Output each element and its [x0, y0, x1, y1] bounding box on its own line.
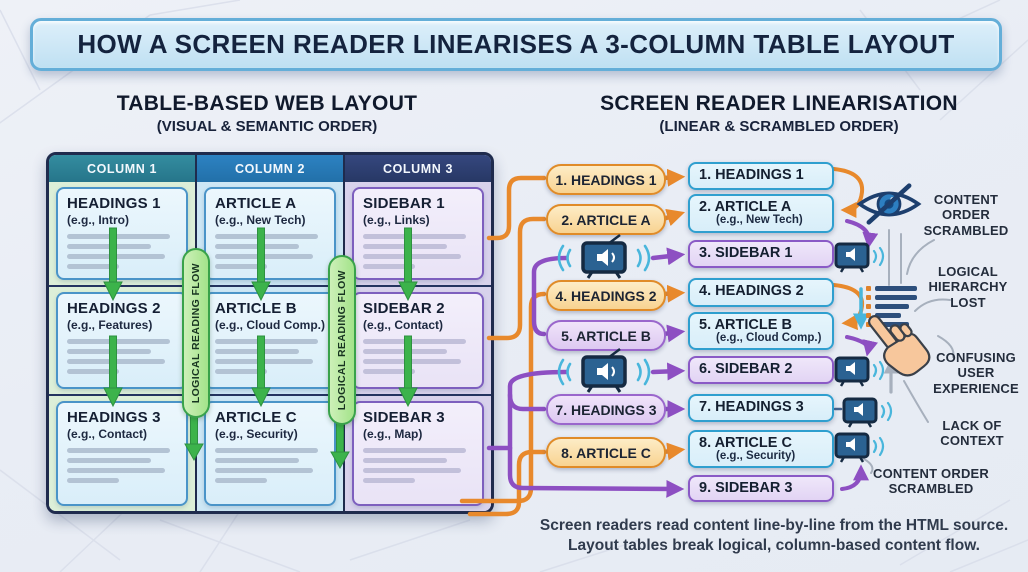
left-section-heading: TABLE-BASED WEB LAYOUT (VISUAL & SEMANTI… — [46, 92, 488, 135]
caption-line-1: Screen readers read content line-by-line… — [539, 517, 1009, 534]
placeholder-text-lines — [363, 339, 473, 374]
annotation-logical-hierarchy-lost: LOGICAL HIERARCHY LOST — [928, 264, 1008, 310]
table-column-2: COLUMN 2 ARTICLE A (e.g., New Tech) ARTI… — [195, 155, 345, 511]
sequence-pill-4: 4. HEADINGS 2 — [546, 280, 666, 311]
cell-article-a: ARTICLE A (e.g., New Tech) — [204, 187, 336, 280]
linear-item-1: 1. HEADINGS 1 — [688, 162, 834, 190]
screen-reader-tv-icon — [834, 240, 888, 276]
cell-sidebar-3: SIDEBAR 3 (e.g., Map) — [352, 401, 484, 506]
page-title: HOW A SCREEN READER LINEARISES A 3-COLUM… — [77, 29, 955, 59]
caption: Screen readers read content line-by-line… — [528, 516, 1020, 557]
screen-reader-tv-icon — [834, 430, 888, 466]
right-subheading: (LINEAR & SCRAMBLED ORDER) — [659, 118, 899, 135]
screen-reader-tv-icon — [842, 395, 896, 431]
right-heading: SCREEN READER LINEARISATION — [600, 92, 958, 115]
annotation-lack-of-context: LACK OF CONTEXT — [940, 418, 1004, 449]
table-column-1: COLUMN 1 HEADINGS 1 (e.g., Intro) HEADIN… — [49, 155, 195, 511]
cell-headings-2: HEADINGS 2 (e.g., Features) — [56, 292, 188, 389]
cell-headings-1: HEADINGS 1 (e.g., Intro) — [56, 187, 188, 280]
linear-list-icon — [848, 280, 948, 380]
sequence-pill-7: 7. HEADINGS 3 — [546, 394, 666, 425]
placeholder-text-lines — [215, 448, 325, 483]
placeholder-text-lines — [67, 234, 177, 269]
linear-item-9: 9. SIDEBAR 3 — [688, 475, 834, 502]
linear-item-3: 3. SIDEBAR 1 — [688, 240, 834, 268]
logical-reading-flow-pill-2: LOGICAL READING FLOW — [328, 255, 356, 425]
left-subheading: (VISUAL & SEMANTIC ORDER) — [156, 118, 378, 135]
cell-sidebar-2: SIDEBAR 2 (e.g., Contact) — [352, 292, 484, 389]
no-visibility-eye-icon — [856, 181, 922, 227]
cell-headings-3: HEADINGS 3 (e.g., Contact) — [56, 401, 188, 506]
screen-reader-tv-icon — [556, 346, 652, 398]
cell-article-c: ARTICLE C (e.g., Security) — [204, 401, 336, 506]
logical-reading-flow-pill-1: LOGICAL READING FLOW — [182, 248, 210, 418]
linear-item-2: 2. ARTICLE A(e.g., New Tech) — [688, 194, 834, 233]
column-3-header: COLUMN 3 — [345, 155, 491, 182]
column-1-header: COLUMN 1 — [49, 155, 195, 182]
screen-reader-tv-icon — [834, 354, 888, 390]
linear-item-5: 5. ARTICLE B(e.g., Cloud Comp.) — [688, 312, 834, 350]
sequence-pill-2: 2. ARTICLE A — [546, 204, 666, 235]
table-column-3: COLUMN 3 SIDEBAR 1 (e.g., Links) SIDEBAR… — [345, 155, 491, 511]
placeholder-text-lines — [215, 234, 325, 269]
left-heading: TABLE-BASED WEB LAYOUT — [116, 92, 418, 115]
placeholder-text-lines — [363, 448, 473, 483]
linear-item-8: 8. ARTICLE C(e.g., Security) — [688, 430, 834, 468]
annotation-content-order-scrambled-top: CONTENT ORDER SCRAMBLED — [923, 192, 1009, 238]
placeholder-text-lines — [215, 339, 325, 374]
linear-item-6: 6. SIDEBAR 2 — [688, 356, 834, 384]
placeholder-text-lines — [67, 339, 177, 374]
caption-line-2: Layout tables break logical, column-base… — [568, 537, 980, 555]
cell-sidebar-1: SIDEBAR 1 (e.g., Links) — [352, 187, 484, 280]
cell-article-b: ARTICLE B (e.g., Cloud Comp.) — [204, 292, 336, 389]
screen-reader-tv-icon — [556, 232, 652, 284]
right-section-heading: SCREEN READER LINEARISATION (LINEAR & SC… — [556, 92, 1002, 135]
linear-item-4: 4. HEADINGS 2 — [688, 278, 834, 307]
annotation-confusing-user-experience: CONFUSING USER EXPERIENCE — [933, 350, 1019, 396]
title-banner: HOW A SCREEN READER LINEARISES A 3-COLUM… — [30, 18, 1002, 71]
linear-item-7: 7. HEADINGS 3 — [688, 394, 834, 422]
sequence-pill-8: 8. ARTICLE C — [546, 437, 666, 468]
column-2-header: COLUMN 2 — [197, 155, 343, 182]
layout-table: COLUMN 1 HEADINGS 1 (e.g., Intro) HEADIN… — [46, 152, 494, 514]
annotation-content-order-scrambled-bottom: CONTENT ORDER SCRAMBLED — [873, 466, 989, 497]
placeholder-text-lines — [363, 234, 473, 269]
placeholder-text-lines — [67, 448, 177, 483]
sequence-pill-1: 1. HEADINGS 1 — [546, 164, 666, 195]
